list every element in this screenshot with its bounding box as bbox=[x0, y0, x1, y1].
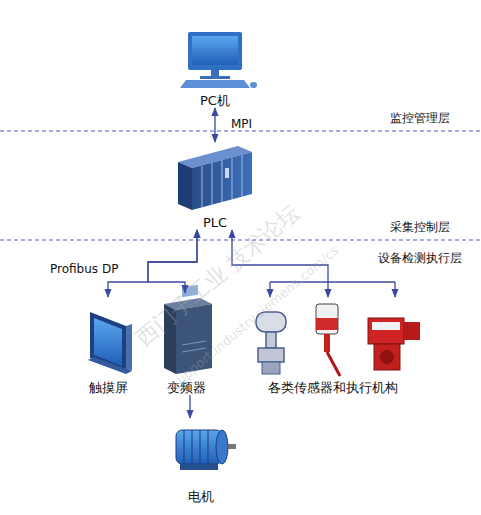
edge-label: MPI bbox=[231, 117, 252, 131]
pc-icon bbox=[180, 32, 257, 88]
node-label: PLC bbox=[203, 215, 227, 230]
motor-node: 电机 bbox=[165, 418, 237, 504]
plc-node: PLC bbox=[175, 142, 255, 230]
motor-icon bbox=[176, 430, 236, 470]
touch-screen-node: 触摸屏 bbox=[78, 297, 138, 395]
node-label: 电机 bbox=[188, 489, 214, 504]
layer-label: 采集控制层 bbox=[390, 220, 450, 234]
plc-icon bbox=[178, 146, 252, 210]
temperature-sensor-icon bbox=[316, 304, 340, 376]
bus-branch bbox=[394, 282, 395, 297]
actuator-icon bbox=[368, 318, 420, 370]
node-label: 触摸屏 bbox=[89, 380, 128, 395]
node-label: 各类传感器和执行机构 bbox=[268, 380, 398, 395]
connector-arrow bbox=[214, 108, 215, 142]
pc-node: PC机 bbox=[180, 28, 250, 108]
bus-label: Profibus DP bbox=[50, 262, 118, 276]
layer-label: 设备检测执行层 bbox=[378, 251, 462, 265]
touch-screen-icon bbox=[88, 312, 132, 374]
connector-arrow bbox=[189, 395, 190, 418]
layer-label: 监控管理层 bbox=[390, 111, 450, 125]
node-label: PC机 bbox=[200, 93, 230, 108]
